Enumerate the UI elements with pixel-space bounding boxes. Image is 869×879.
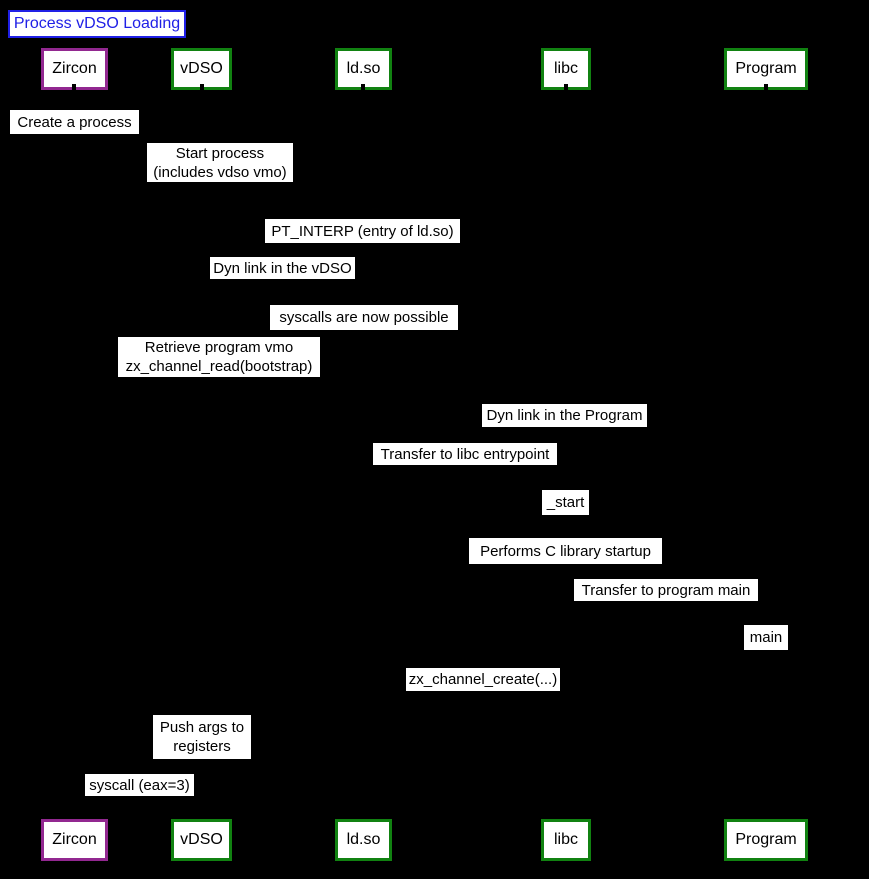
message-transfer-to-libc-entrypoint: Transfer to libc entrypoint [373,443,557,465]
message-syscalls-now-possible: syscalls are now possible [270,305,458,330]
participant-ldso-top: ld.so [335,48,392,90]
message-performs-c-library-startup: Performs C library startup [469,538,662,564]
participant-program-bottom: Program [724,819,808,861]
message-syscall-eax3: syscall (eax=3) [85,774,194,796]
lifeline-tick-zircon-top [72,84,76,91]
message-retrieve-program-vmo: Retrieve program vmo zx_channel_read(boo… [118,337,320,377]
lifeline-tick-libc-top [564,84,568,91]
participant-ldso-bottom: ld.so [335,819,392,861]
lifeline-tick-vdso-top [200,84,204,91]
message-start-process: Start process (includes vdso vmo) [147,143,293,182]
participant-zircon-top: Zircon [41,48,108,90]
participant-program-top: Program [724,48,808,90]
participant-libc-bottom: libc [541,819,591,861]
participant-zircon-bottom: Zircon [41,819,108,861]
lifeline-tick-program-top [764,84,768,91]
message-main: main [744,625,788,650]
participant-vdso-bottom: vDSO [171,819,232,861]
diagram-title: Process vDSO Loading [8,10,186,38]
message-push-args-to-registers: Push args to registers [153,715,251,759]
message-pt-interp: PT_INTERP (entry of ld.so) [265,219,460,243]
message-start-symbol: _start [542,490,589,515]
message-transfer-to-program-main: Transfer to program main [574,579,758,601]
message-create-a-process: Create a process [10,110,139,134]
lifeline-tick-ldso-top [361,84,365,91]
message-dyn-link-program: Dyn link in the Program [482,404,647,427]
message-dyn-link-vdso: Dyn link in the vDSO [210,257,355,279]
message-zx-channel-create: zx_channel_create(...) [406,668,560,691]
